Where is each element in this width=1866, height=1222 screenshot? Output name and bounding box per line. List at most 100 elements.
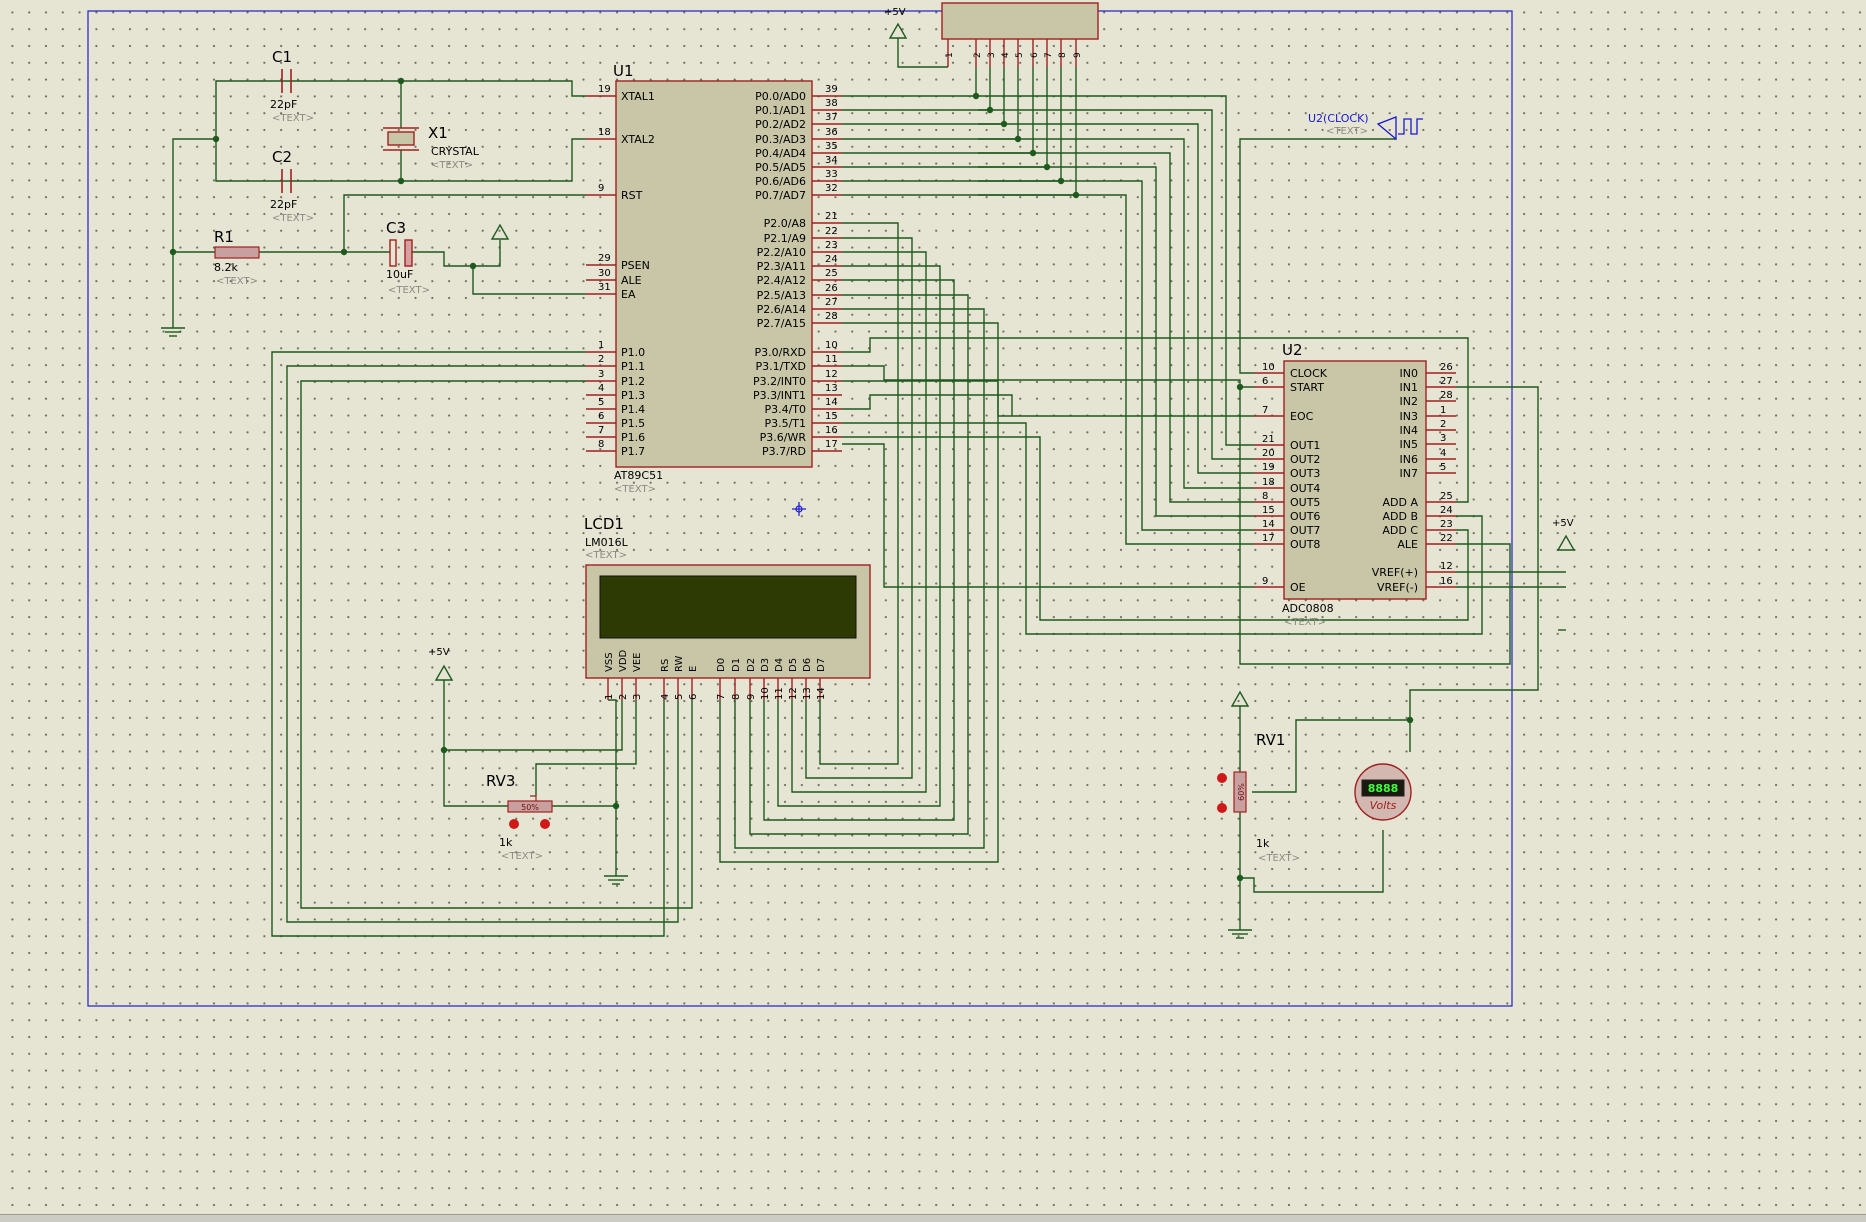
x1-body[interactable] xyxy=(387,131,415,146)
u1-pin-num: 11 xyxy=(825,354,838,365)
u1-pin-name: P0.0/AD0 xyxy=(755,90,806,103)
u1-pin-name: P3.7/RD xyxy=(762,445,806,458)
c2-placeholder: <TEXT> xyxy=(272,213,314,224)
clock-source-icon[interactable] xyxy=(1376,116,1397,141)
u2-pin-name: IN3 xyxy=(1400,410,1418,423)
p0-header-wire xyxy=(842,67,977,97)
header-pin-num: 9 xyxy=(1073,52,1083,58)
p0-adc-wire xyxy=(978,152,1254,503)
rv3-body[interactable] xyxy=(507,800,553,813)
square-wave-icon xyxy=(1398,118,1423,135)
p3-adda-wire xyxy=(842,337,1469,503)
u2-pin-num: 2 xyxy=(1440,419,1446,430)
u2-pin-name: OUT6 xyxy=(1290,510,1320,523)
p3-addb-wire xyxy=(842,422,1483,635)
u2-pin-name: IN4 xyxy=(1400,424,1418,437)
u1-pin-num: 38 xyxy=(825,98,838,109)
header-pin-num: 1 xyxy=(945,52,955,58)
ea-wire xyxy=(472,266,586,295)
u1-pin-name: P1.3 xyxy=(621,389,645,402)
x1-ref: X1 xyxy=(428,124,448,142)
lcd-pin-name: D1 xyxy=(731,658,742,672)
u1-pin-num: 29 xyxy=(598,253,611,264)
junction-dot xyxy=(612,802,620,810)
rv1-dec-button[interactable] xyxy=(1217,803,1227,813)
u2-pin-num: 6 xyxy=(1262,376,1268,387)
u2-pin-num: 27 xyxy=(1440,376,1453,387)
u1-pin-name: P1.0 xyxy=(621,346,645,359)
u1-pin-num: 5 xyxy=(598,397,604,408)
r1-body[interactable] xyxy=(214,246,260,259)
lcd-pin-num: 6 xyxy=(688,694,699,700)
p0-header-wire xyxy=(842,67,1019,140)
u2-pin-num: 18 xyxy=(1262,477,1275,488)
u1-pin-name: P0.1/AD1 xyxy=(755,104,806,117)
junction-dot xyxy=(1406,716,1414,724)
u1-pin-num: 24 xyxy=(825,254,838,265)
u1-pin-name: P1.4 xyxy=(621,403,645,416)
lcd-pin-name: D3 xyxy=(760,658,771,672)
u2-pin-num: 16 xyxy=(1440,576,1453,587)
meter-neg-wire xyxy=(1240,830,1384,893)
u1-pin-name: P0.7/AD7 xyxy=(755,189,806,202)
u2-pin-name: OUT5 xyxy=(1290,496,1320,509)
u1-pin-name: P3.4/T0 xyxy=(764,403,806,416)
u2-ref: U2 xyxy=(1282,341,1303,359)
lcd-screen xyxy=(599,575,857,639)
u1-pin-num: 3 xyxy=(598,369,604,380)
u1-pin-name: P0.5/AD5 xyxy=(755,161,806,174)
p1-rs-wire xyxy=(271,351,665,937)
u1-pin-num: 16 xyxy=(825,425,838,436)
r1-ref: R1 xyxy=(214,228,234,246)
rv1-inc-button[interactable] xyxy=(1217,773,1227,783)
u2-pin-name: OUT8 xyxy=(1290,538,1320,551)
u1-pin-name: EA xyxy=(621,288,636,301)
u1-pin-name: P3.3/INT1 xyxy=(753,389,806,402)
u2-pin-num: 12 xyxy=(1440,561,1453,572)
p2-lcd-wire xyxy=(791,251,927,793)
rv3-inc-button[interactable] xyxy=(540,819,550,829)
clock-wire xyxy=(1239,138,1396,374)
rv3-dec-button[interactable] xyxy=(509,819,519,829)
rv1-body[interactable] xyxy=(1233,771,1247,813)
u1-pin-name: P0.2/AD2 xyxy=(755,118,806,131)
u1-pin-num: 6 xyxy=(598,411,604,422)
lcd-pin-num: 5 xyxy=(674,694,685,700)
c1-placeholder: <TEXT> xyxy=(272,113,314,124)
u1-placeholder: <TEXT> xyxy=(614,484,656,495)
lcd-pin-name: D2 xyxy=(746,658,757,672)
u1-pin-num: 27 xyxy=(825,297,838,308)
rv3-wire xyxy=(443,680,508,807)
u2-pin-num: 9 xyxy=(1262,576,1268,587)
u2-pin-name: IN0 xyxy=(1400,367,1418,380)
rv1-ref: RV1 xyxy=(1256,731,1285,749)
header-pin-num: 8 xyxy=(1058,52,1068,58)
header-body[interactable] xyxy=(941,2,1099,40)
lcd-pin-name: VDD xyxy=(618,649,629,672)
c1-ref: C1 xyxy=(272,48,292,66)
in1-wire xyxy=(1409,386,1539,720)
lcd-pin-num: 4 xyxy=(660,694,671,700)
u1-pin-num: 37 xyxy=(825,112,838,123)
lcd-pin-name: RS xyxy=(660,659,671,672)
u1-ref: U1 xyxy=(613,62,634,80)
status-strip xyxy=(0,1214,1866,1222)
rv3-value: 1k xyxy=(499,836,513,849)
lcd-ref: LCD1 xyxy=(584,515,624,533)
u2-pin-num: 17 xyxy=(1262,533,1275,544)
lcd-vcc-terminal xyxy=(434,664,454,681)
u1-body[interactable] xyxy=(615,80,813,468)
u2-body[interactable] xyxy=(1283,360,1427,600)
lcd-part: LM016L xyxy=(585,536,629,549)
voltmeter-reading: 8888 xyxy=(1368,782,1399,795)
u2-pin-name: IN6 xyxy=(1400,453,1418,466)
u2-pin-num: 15 xyxy=(1262,505,1275,516)
u1-pin-num: 28 xyxy=(825,311,838,322)
p2-lcd-wire xyxy=(749,294,969,835)
u2-pin-name: ALE xyxy=(1397,538,1418,551)
u2-pin-num: 28 xyxy=(1440,390,1453,401)
lcd-pin-num: 14 xyxy=(816,687,827,700)
u2-pin-name: OUT3 xyxy=(1290,467,1320,480)
u1-pin-num: 39 xyxy=(825,84,838,95)
